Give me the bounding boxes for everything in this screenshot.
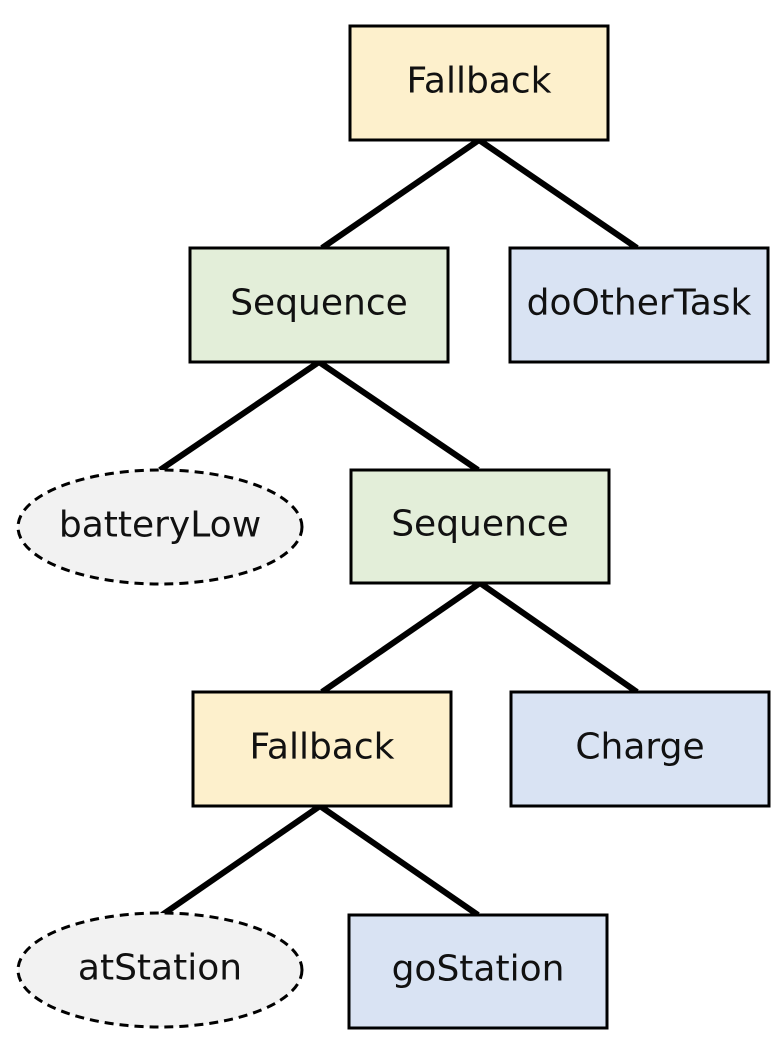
- condition-node-ellipse: [16, 468, 304, 586]
- node-go-station: goStation: [347, 913, 609, 1030]
- node-label-battery-low: batteryLow: [59, 505, 261, 546]
- action-node-box: [508, 246, 770, 364]
- edge-sequence-2-to-charge: [478, 580, 639, 695]
- node-sequence-2: Sequence: [349, 468, 611, 585]
- node-label-sequence-1: Sequence: [230, 283, 408, 324]
- edge-sequence-2-to-fallback-2: [320, 580, 482, 695]
- action-node-box: [347, 913, 609, 1030]
- edge-root-fallback-to-do-other-task: [477, 137, 639, 251]
- node-root-fallback: Fallback: [348, 24, 610, 142]
- condition-node-ellipse: [16, 911, 304, 1029]
- fallback-node-box: [348, 24, 610, 142]
- node-do-other-task: doOtherTask: [508, 246, 770, 364]
- node-label-do-other-task: doOtherTask: [527, 283, 752, 324]
- edge-sequence-1-to-battery-low: [158, 359, 321, 473]
- edge-fallback-2-to-at-station: [160, 803, 322, 918]
- node-at-station: atStation: [16, 911, 304, 1029]
- node-charge: Charge: [509, 690, 771, 808]
- node-label-go-station: goStation: [392, 949, 565, 990]
- tree-edges: [158, 137, 639, 918]
- edge-fallback-2-to-go-station: [318, 803, 480, 918]
- edge-sequence-1-to-sequence-2: [317, 359, 480, 473]
- node-battery-low: batteryLow: [16, 468, 304, 586]
- sequence-node-box: [188, 246, 450, 364]
- node-label-sequence-2: Sequence: [391, 504, 569, 545]
- node-label-fallback-2: Fallback: [249, 727, 394, 768]
- node-label-at-station: atStation: [78, 948, 242, 989]
- action-node-box: [509, 690, 771, 808]
- node-label-root-fallback: Fallback: [406, 61, 551, 102]
- sequence-node-box: [349, 468, 611, 585]
- fallback-node-box: [191, 690, 453, 808]
- node-label-charge: Charge: [575, 727, 704, 768]
- node-fallback-2: Fallback: [191, 690, 453, 808]
- node-sequence-1: Sequence: [188, 246, 450, 364]
- edge-root-fallback-to-sequence-1: [320, 137, 481, 251]
